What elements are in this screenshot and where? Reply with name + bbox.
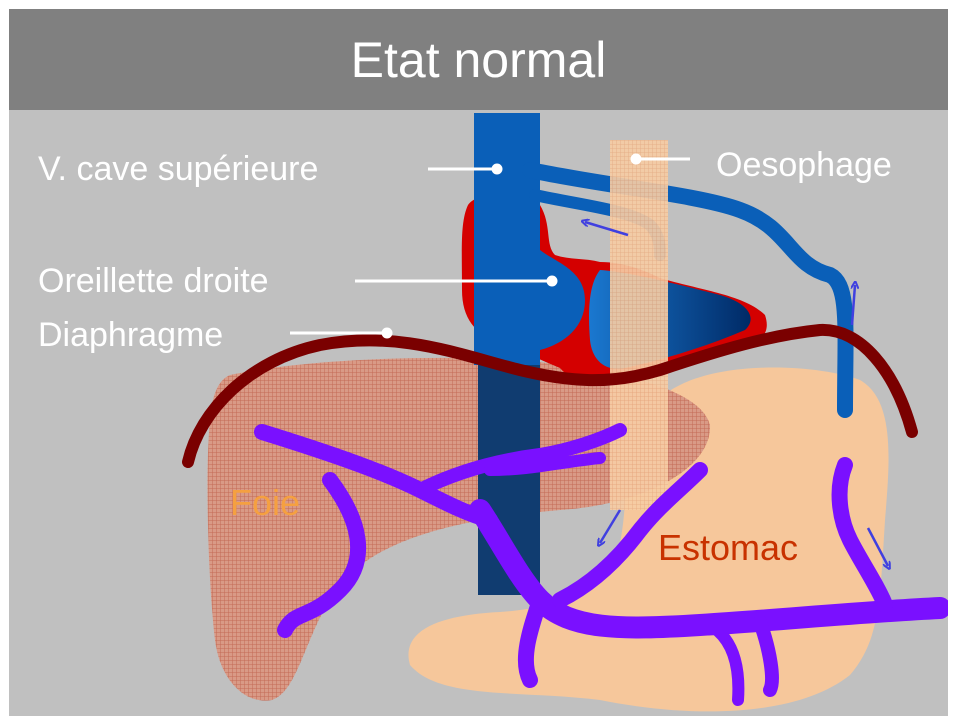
vena-cava-shape	[474, 113, 585, 365]
label-oesophagus: Oesophage	[716, 146, 892, 184]
label-diaphragm: Diaphragme	[38, 316, 223, 354]
oesophagus-shape	[610, 140, 668, 510]
label-vena-cava: V. cave supérieure	[38, 150, 318, 188]
slide: Etat normal	[9, 9, 948, 716]
label-liver: Foie	[230, 482, 300, 523]
label-stomach: Estomac	[658, 527, 798, 568]
anatomy-diagram: V. cave supérieure Oesophage Oreillette …	[9, 9, 948, 716]
label-right-atrium: Oreillette droite	[38, 262, 269, 300]
